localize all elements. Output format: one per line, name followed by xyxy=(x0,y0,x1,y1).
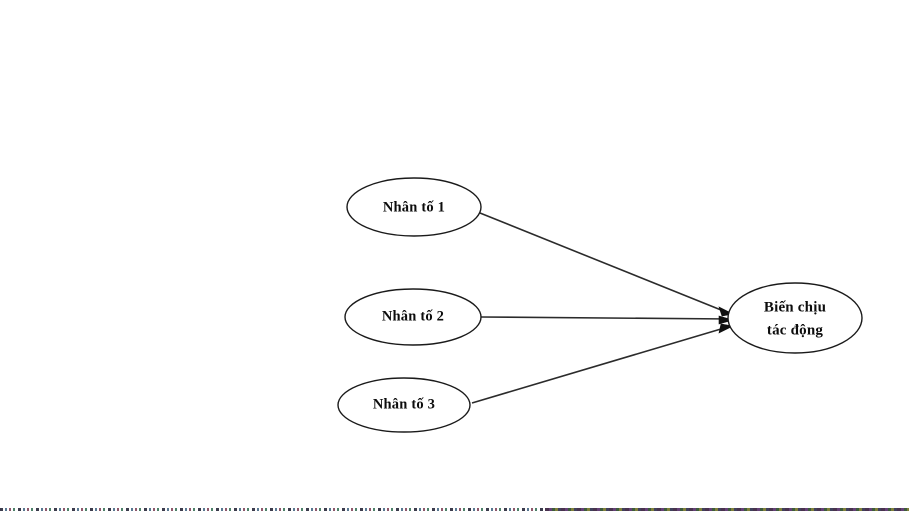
node-target-variable-label-line-2: tác động xyxy=(767,322,823,338)
arrowhead-icon-edge-2 xyxy=(718,315,735,325)
node-factor-3[interactable]: Nhân tố 3 xyxy=(337,377,471,433)
node-factor-1[interactable]: Nhân tố 1 xyxy=(346,177,482,237)
edge-group xyxy=(471,212,732,404)
edge-factor-2-to-target xyxy=(480,316,732,320)
scan-artifact-strip xyxy=(0,508,909,511)
node-factor-2[interactable]: Nhân tố 2 xyxy=(344,288,482,346)
edge-factor-3-to-target xyxy=(471,325,732,404)
node-factor-3-shape[interactable] xyxy=(337,377,471,433)
node-target-variable-label-line-1: Biến chịu xyxy=(764,299,826,315)
node-factor-3-label: Nhân tố 3 xyxy=(373,396,435,412)
node-factor-2-shape[interactable] xyxy=(344,288,482,346)
scan-artifact-strip-segment xyxy=(545,508,909,511)
node-factor-1-label: Nhân tố 1 xyxy=(383,199,445,215)
node-factor-1-shape[interactable] xyxy=(346,177,482,237)
node-target-variable-shape[interactable] xyxy=(727,282,863,354)
node-target-variable[interactable]: Biến chịu tác động xyxy=(727,282,863,354)
node-factor-2-label: Nhân tố 2 xyxy=(382,308,444,324)
edge-factor-1-to-target xyxy=(479,212,732,315)
